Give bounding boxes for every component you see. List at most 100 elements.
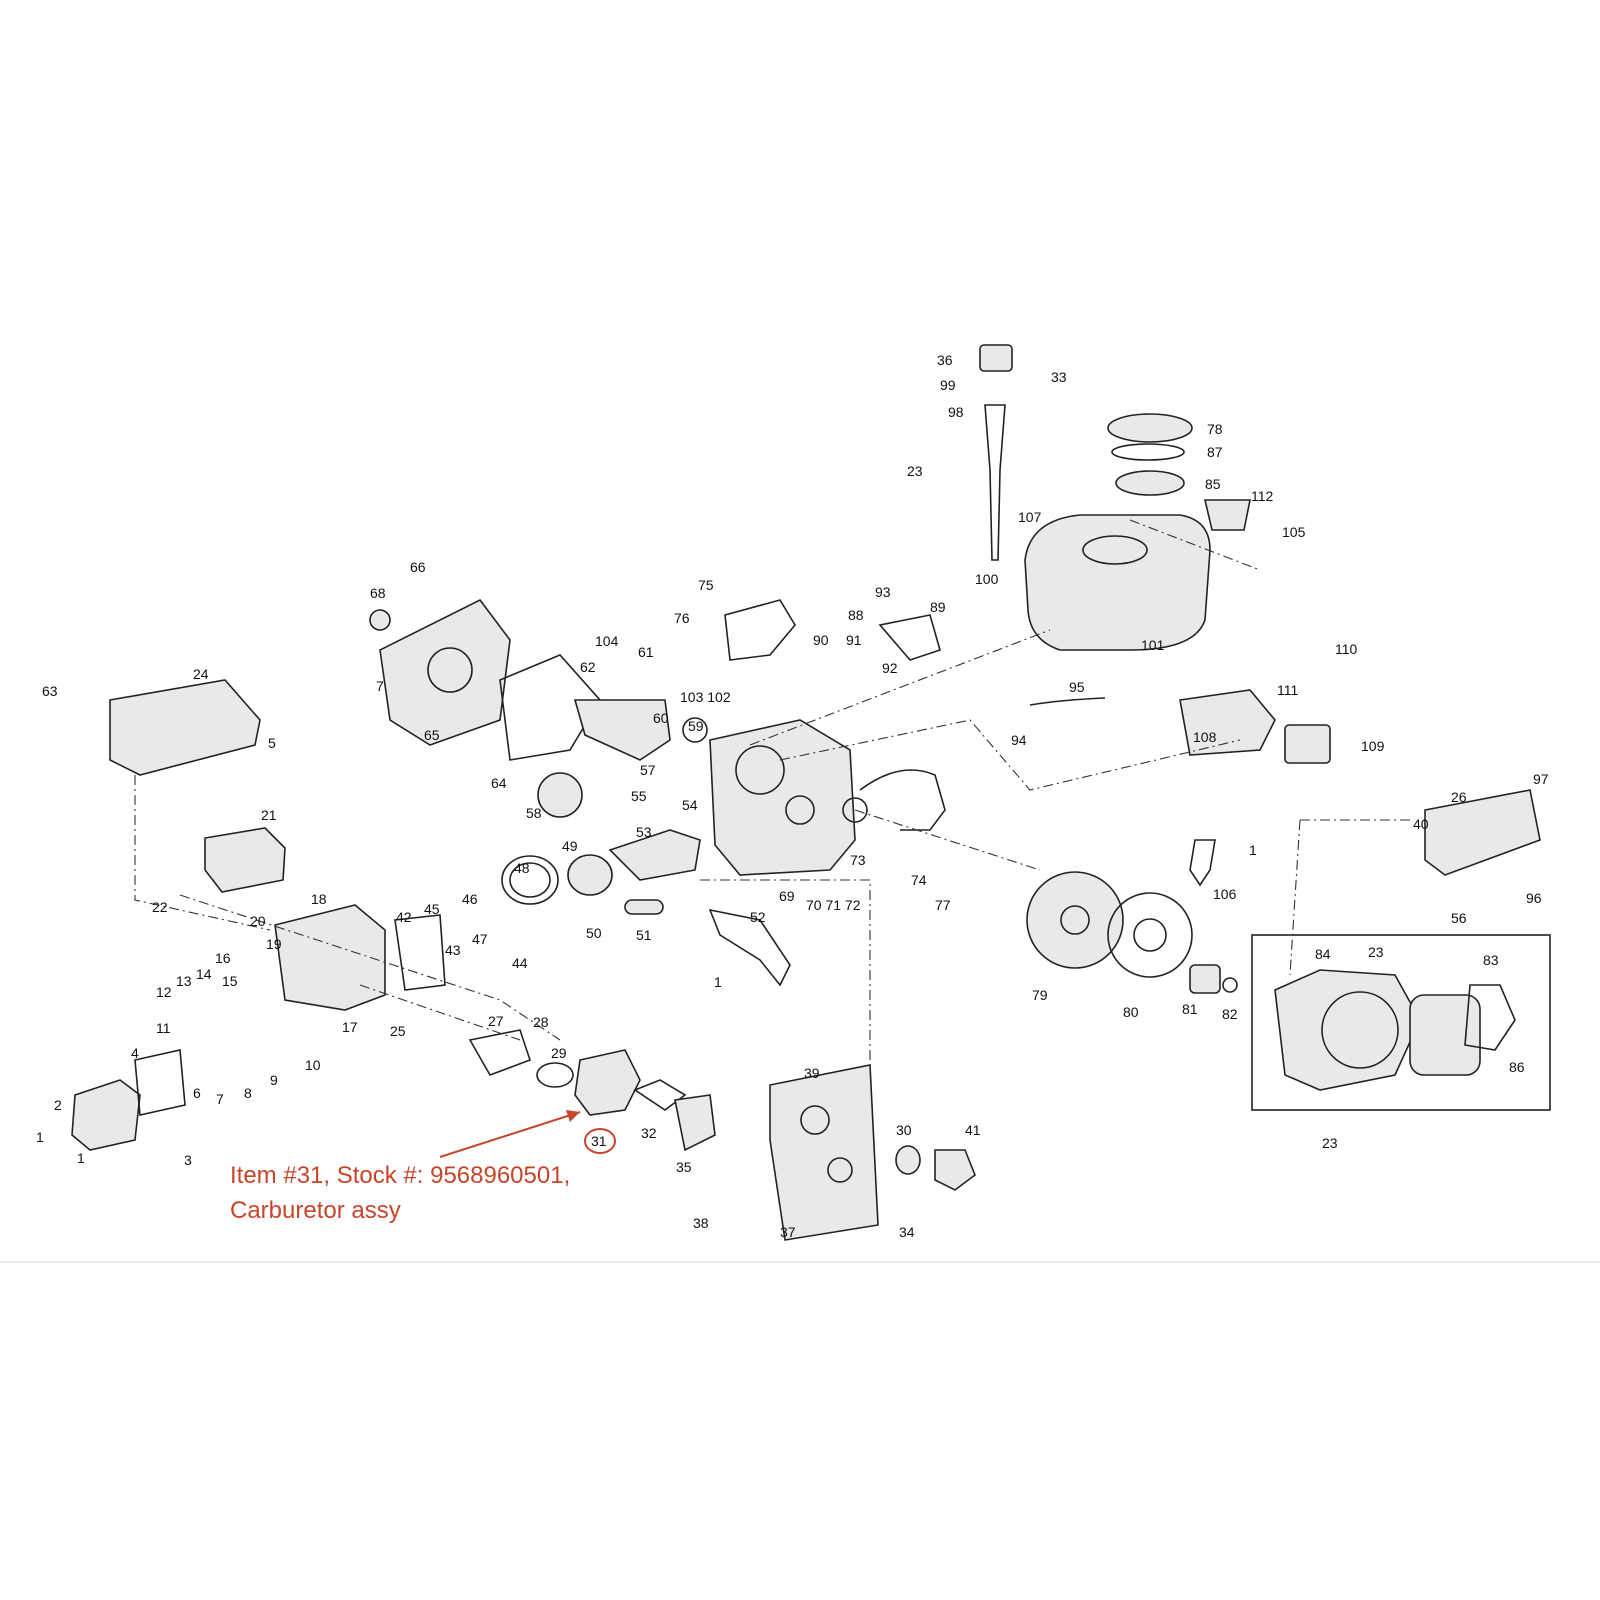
part-label-58: 58 <box>526 805 542 821</box>
part-label-62: 62 <box>580 659 596 675</box>
part-label-109: 109 <box>1361 738 1385 754</box>
assembly-line-j <box>359 984 521 1041</box>
part-label-39: 39 <box>804 1065 820 1081</box>
camshaft-gear-shape <box>537 772 583 818</box>
cylinder-head-shape <box>274 904 386 1011</box>
air-cleaner-cover-shape <box>109 679 261 776</box>
part-label-23b: 23 <box>1368 944 1384 960</box>
starter-cup-81-shape <box>1189 964 1221 994</box>
part-label-93: 93 <box>875 584 891 600</box>
gasket-29-shape <box>536 1062 574 1088</box>
part-label-64: 64 <box>491 775 507 791</box>
oil-seal-68-shape <box>369 609 391 631</box>
part-label-76: 76 <box>674 610 690 626</box>
fuel-cap-shape <box>1107 413 1193 443</box>
assembly-line-e <box>779 719 1241 791</box>
part-label-46: 46 <box>462 891 478 907</box>
part-label-80: 80 <box>1123 1004 1139 1020</box>
part-label-87: 87 <box>1207 444 1223 460</box>
part-shapes <box>71 344 1551 1241</box>
cylinder-bore-shape <box>735 745 785 795</box>
assembly-line-b <box>179 894 561 1041</box>
part-label-89: 89 <box>930 599 946 615</box>
part-label-9: 9 <box>270 1072 278 1088</box>
part-label-100: 100 <box>975 571 999 587</box>
part-label-98: 98 <box>948 404 964 420</box>
control-panel-shape <box>769 1064 879 1241</box>
part-label-27: 27 <box>488 1013 504 1029</box>
part-label-90: 90 <box>813 632 829 648</box>
part-label-92: 92 <box>882 660 898 676</box>
part-label-1c: 1 <box>714 974 722 990</box>
part-label-69: 69 <box>779 888 795 904</box>
plate-52-shape <box>708 908 791 987</box>
part-label-60: 60 <box>653 710 669 726</box>
part-label-36: 36 <box>937 352 953 368</box>
part-label-108: 108 <box>1193 729 1217 745</box>
part-label-12: 12 <box>156 984 172 1000</box>
fuel-tank-shape <box>1024 514 1211 651</box>
part-label-94: 94 <box>1011 732 1027 748</box>
switch-41-shape <box>934 1149 976 1191</box>
part-label-112: 112 <box>1251 488 1274 504</box>
knob-30-shape <box>895 1145 921 1175</box>
part-label-81: 81 <box>1182 1001 1198 1017</box>
bracket-106-shape <box>1189 839 1216 887</box>
part-label-21: 21 <box>261 807 277 823</box>
part-label-79: 79 <box>1032 987 1048 1003</box>
part-label-73: 73 <box>850 852 866 868</box>
part-label-4: 4 <box>131 1045 139 1061</box>
part-label-56: 56 <box>1451 910 1467 926</box>
recoil-83-shape <box>1409 994 1481 1076</box>
assembly-line-a <box>134 775 271 931</box>
part-label-99: 99 <box>940 377 956 393</box>
part-label-11: 11 <box>156 1020 171 1036</box>
strainer-112-shape <box>1203 499 1251 531</box>
part-label-105: 105 <box>1282 524 1306 540</box>
part-label-22: 22 <box>152 899 168 915</box>
part-label-1d: 1 <box>77 1150 85 1166</box>
part-label-34: 34 <box>899 1224 915 1240</box>
crankcase-bearing-shape <box>427 647 473 693</box>
recoil-handle-shape <box>1464 984 1516 1051</box>
part-label-85: 85 <box>1205 476 1221 492</box>
part-label-53: 53 <box>636 824 652 840</box>
assembly-line-h <box>1289 819 1301 976</box>
part-label-91: 91 <box>846 632 862 648</box>
part-label-95: 95 <box>1069 679 1085 695</box>
cooling-fan-shape <box>1107 892 1193 978</box>
part-label-6: 6 <box>193 1085 201 1101</box>
part-label-101: 101 <box>1141 637 1165 653</box>
part-label-61: 61 <box>638 644 654 660</box>
part-label-40: 40 <box>1413 816 1429 832</box>
flywheel-shape <box>1026 871 1124 969</box>
head-gasket-shape <box>394 914 446 991</box>
part-label-51: 51 <box>636 927 652 943</box>
part-label-5: 5 <box>268 735 276 751</box>
oil-cap-shape <box>979 344 1013 372</box>
strainer-85-shape <box>1115 470 1185 496</box>
part-label-24: 24 <box>193 666 209 682</box>
part-label-29: 29 <box>551 1045 567 1061</box>
part-label-7b: 7 <box>376 678 384 694</box>
valve-cover-shape <box>71 1079 141 1151</box>
piston-shape <box>567 854 613 896</box>
part-label-8: 8 <box>244 1085 252 1101</box>
fuel-tank-neck-shape <box>1082 535 1148 565</box>
part-label-75: 75 <box>698 577 714 593</box>
part-label-16: 16 <box>215 950 231 966</box>
part-label-26: 26 <box>1451 789 1467 805</box>
part-label-33: 33 <box>1051 369 1067 385</box>
part-label-45: 45 <box>424 901 440 917</box>
starter-motor-shape <box>1179 689 1276 756</box>
part-label-19: 19 <box>266 936 282 952</box>
part-label-10: 10 <box>305 1057 321 1073</box>
part-label-74: 74 <box>911 872 927 888</box>
part-label-3: 3 <box>184 1152 192 1168</box>
part-label-83: 83 <box>1483 952 1499 968</box>
connecting-rod-shape <box>608 829 701 881</box>
assembly-line-f <box>700 879 871 1060</box>
part-label-15: 15 <box>222 973 238 989</box>
part-label-2: 2 <box>54 1097 62 1113</box>
bracket-76-shape <box>724 599 796 661</box>
